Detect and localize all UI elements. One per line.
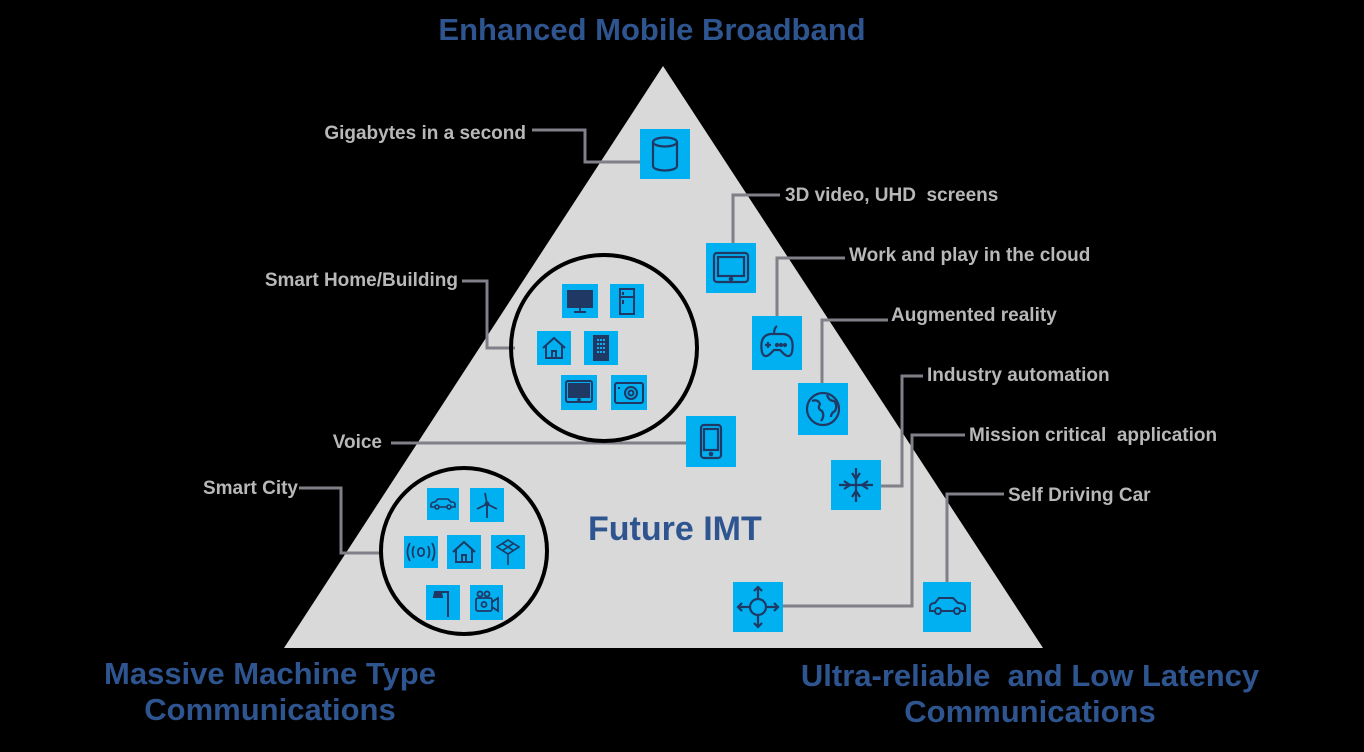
title-embb: Enhanced Mobile Broadband (438, 12, 866, 47)
label-smart-city: Smart City (202, 478, 298, 499)
tv-icon (561, 375, 597, 410)
connector-mission (782, 433, 965, 608)
title-mmtc: Massive Machine Type Communications (60, 656, 480, 728)
home-icon (537, 331, 571, 365)
camera-icon (470, 585, 503, 620)
connector-self-driving (945, 492, 1004, 582)
label-smart-home: Smart Home/Building (264, 270, 458, 291)
wifi-signal-icon (404, 536, 438, 568)
fridge-icon (610, 284, 644, 318)
title-mmtc-line2: Communications (144, 692, 396, 727)
wind-turbine-icon (470, 488, 504, 522)
title-urllc-line1: Ultra-reliable and Low Latency (800, 658, 1260, 693)
smart-home-cluster (509, 253, 699, 443)
title-future-imt: Future IMT (588, 510, 762, 548)
label-mission: Mission critical application (969, 425, 1218, 446)
monitor-icon (562, 284, 598, 318)
arrows-in-icon (831, 460, 881, 510)
title-urllc-line2: Communications (904, 694, 1156, 729)
phone-icon (686, 416, 736, 467)
smart-city-cluster (379, 466, 549, 636)
car-icon (923, 582, 971, 632)
title-urllc: Ultra-reliable and Low Latency Communica… (765, 658, 1295, 730)
connector-cloud (775, 256, 845, 316)
car-icon-city (427, 488, 459, 520)
solar-panel-icon (491, 535, 525, 569)
tablet-icon (706, 243, 756, 293)
label-gigabytes: Gigabytes in a second (324, 123, 526, 144)
label-3d-video: 3D video, UHD screens (785, 185, 999, 206)
label-voice: Voice (332, 432, 382, 453)
building-icon (584, 331, 618, 365)
connector-ar (820, 318, 888, 383)
globe-icon (798, 383, 848, 435)
connector-gigabytes (532, 128, 640, 164)
label-self-driving: Self Driving Car (1008, 485, 1151, 506)
label-industry: Industry automation (927, 365, 1110, 386)
connector-industry (881, 374, 923, 488)
street-lamp-icon (426, 585, 460, 620)
connector-smart-city (299, 486, 380, 555)
arrows-out-icon (733, 582, 783, 632)
connector-smart-home (462, 279, 515, 350)
home-icon-city (447, 535, 481, 569)
washer-icon (611, 375, 647, 410)
connector-lines (299, 128, 1004, 608)
title-mmtc-line1: Massive Machine Type (104, 656, 436, 691)
gamepad-icon (752, 316, 802, 370)
label-ar: Augmented reality (891, 305, 1057, 326)
connector-3d-video (731, 193, 780, 243)
label-cloud: Work and play in the cloud (849, 245, 1091, 266)
database-icon (640, 129, 690, 179)
